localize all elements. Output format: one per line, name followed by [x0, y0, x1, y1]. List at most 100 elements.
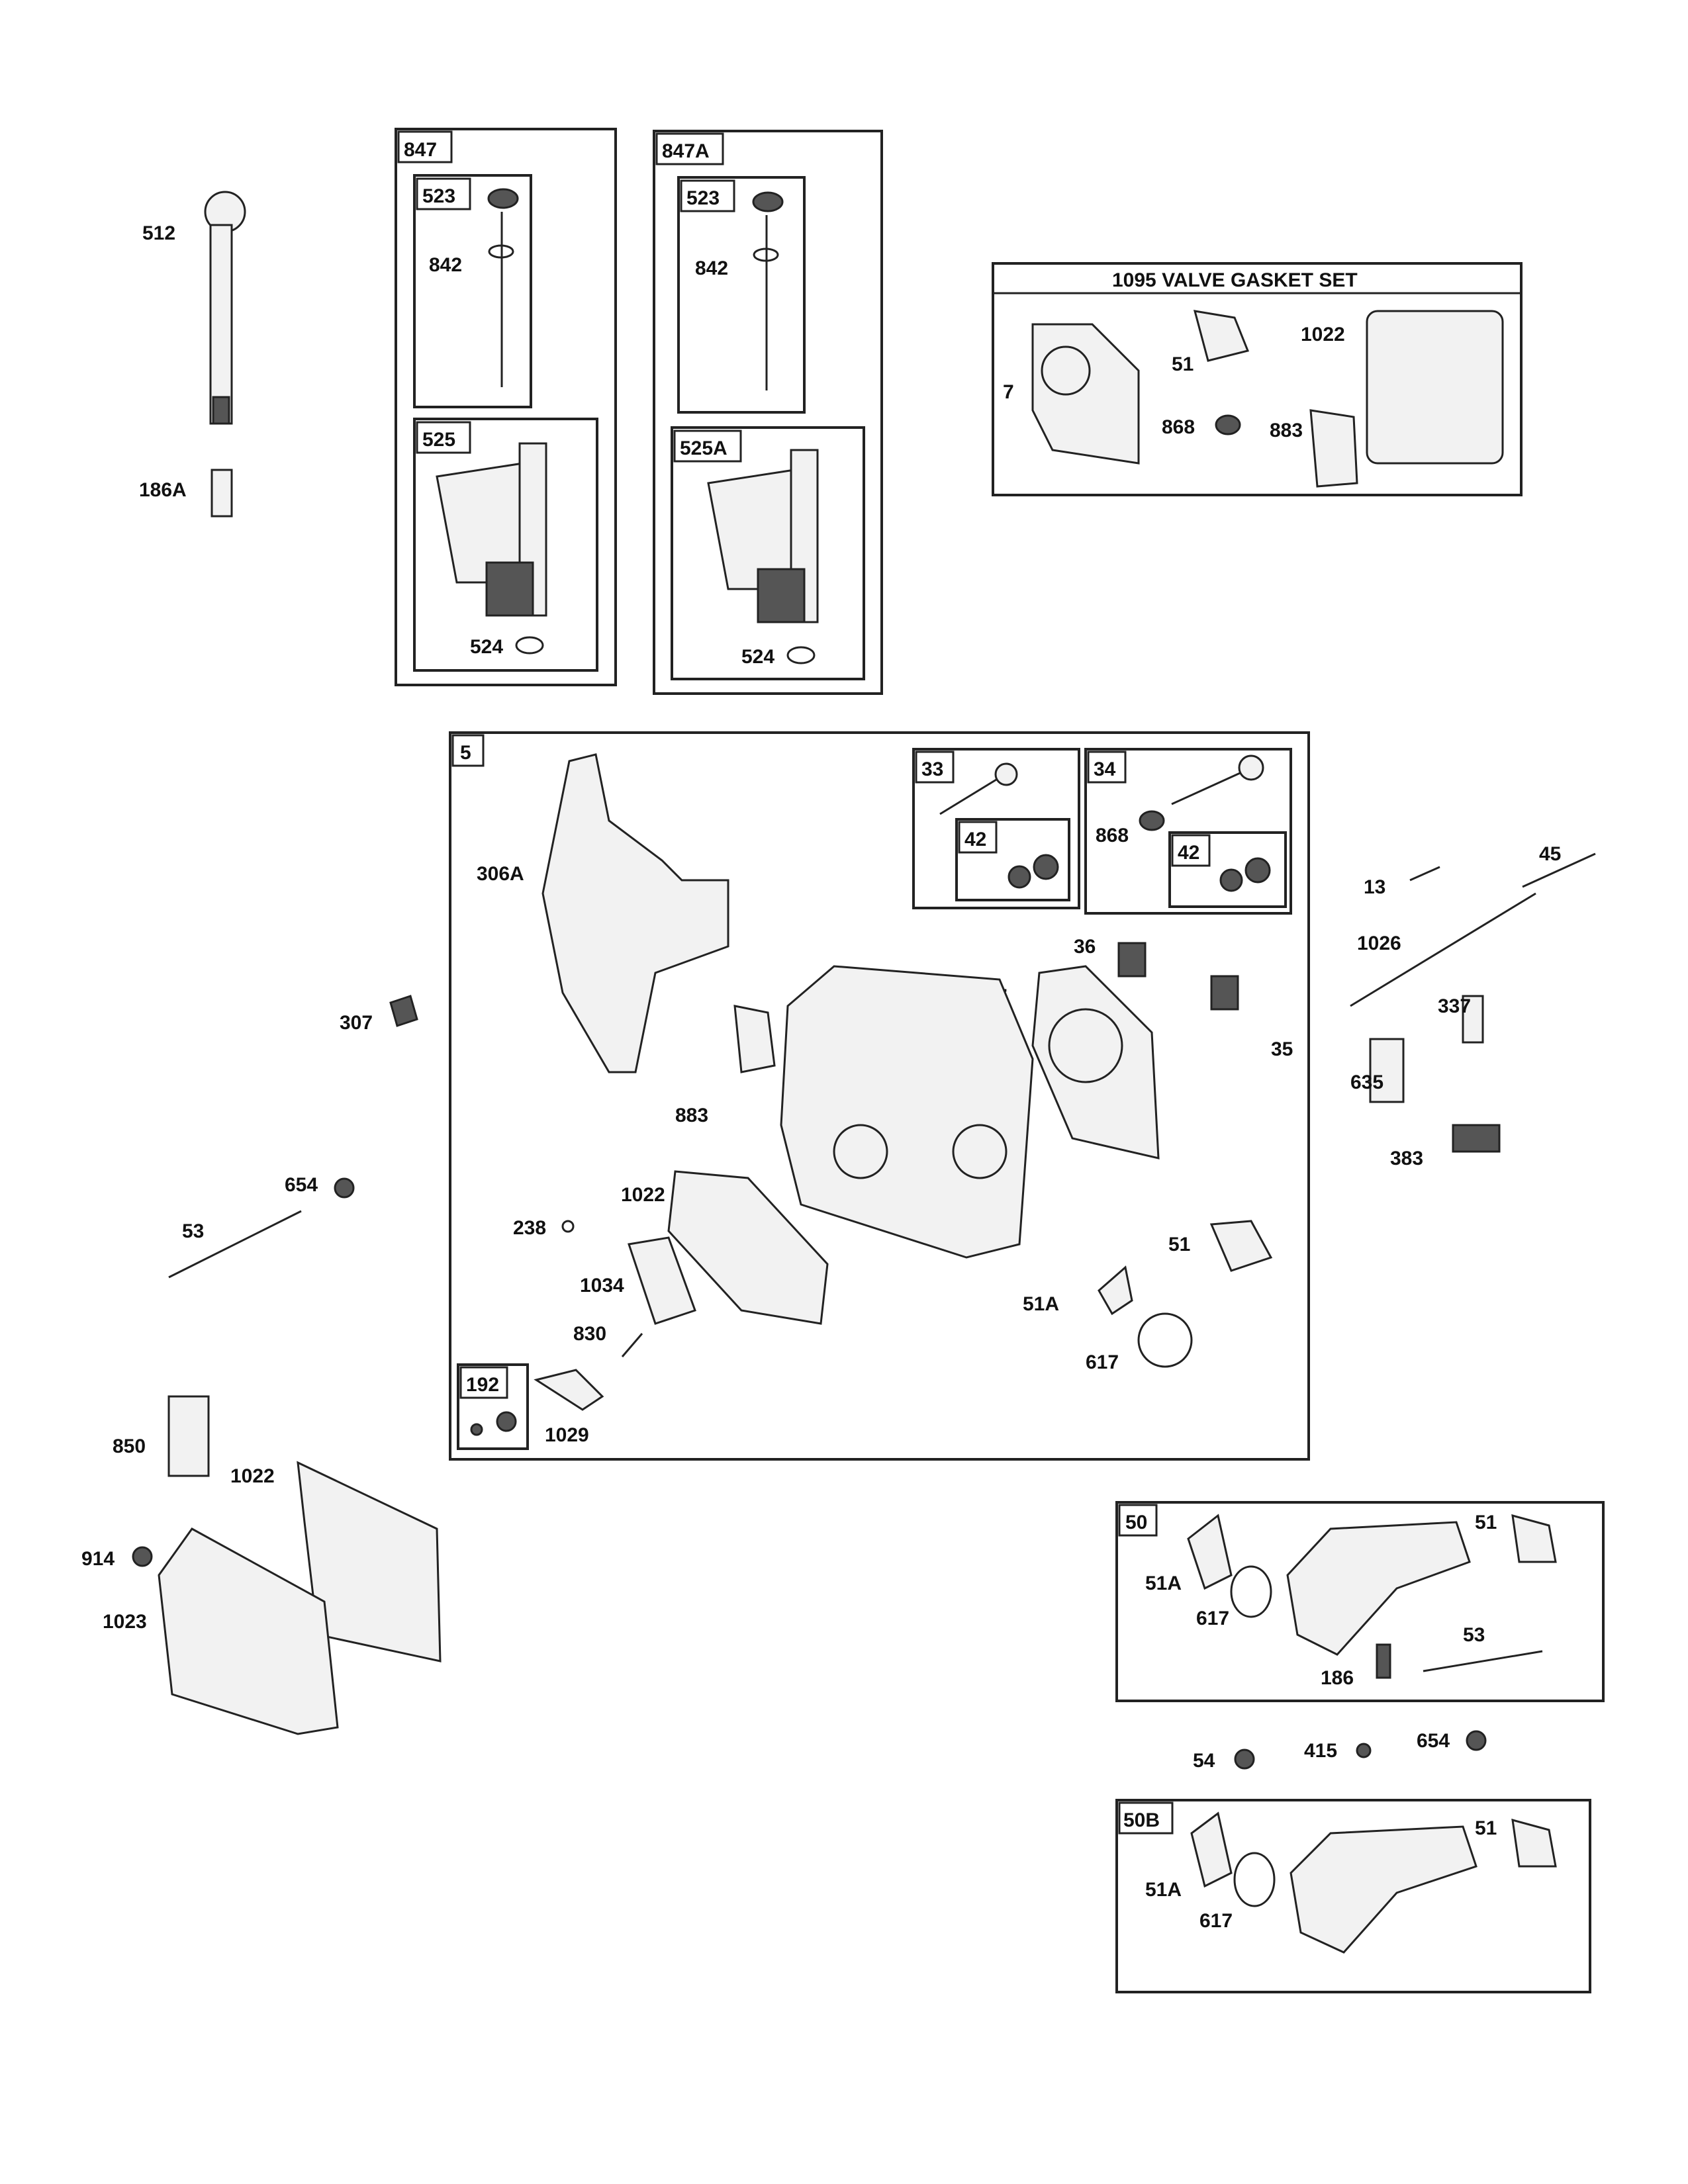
rocker-arm-part: [534, 1369, 604, 1411]
push-rod-45-part: [1522, 852, 1596, 888]
group-847-label: 847: [404, 139, 437, 161]
label-186a: 186A: [139, 479, 187, 501]
exhaust-gasket-part: [1193, 310, 1250, 362]
label-512: 512: [142, 222, 175, 244]
label-54: 54: [1193, 1750, 1215, 1772]
label-51-b: 51: [1168, 1234, 1190, 1255]
label-883: 883: [1270, 420, 1303, 441]
intake-manifold-part-b: [1289, 1825, 1477, 1954]
label-883-b: 883: [675, 1105, 708, 1126]
breather-plate-part: [628, 1236, 696, 1325]
air-guide-part: [541, 753, 729, 1073]
label-186: 186: [1321, 1667, 1354, 1689]
label-238: 238: [513, 1217, 546, 1239]
valve-spring-part: [1117, 942, 1147, 978]
gasket-51a-part: [1098, 1265, 1133, 1316]
group-525-box: [413, 418, 598, 672]
label-914: 914: [81, 1548, 115, 1570]
group-847a-box: [653, 130, 883, 695]
bolt-54-part: [1234, 1749, 1255, 1770]
label-654: 654: [285, 1174, 318, 1196]
plug-307-part: [389, 995, 418, 1027]
group-50-box: [1115, 1501, 1605, 1702]
cylinder-head-part: [780, 965, 1034, 1259]
group-525a-box: [671, 426, 865, 680]
fitting-186a-part: [211, 469, 233, 518]
screw-914-part: [132, 1546, 153, 1567]
dipstick-part: [487, 188, 519, 387]
group-34-label: 34: [1094, 758, 1116, 780]
label-51-c: 51: [1475, 1512, 1497, 1533]
label-1022-b: 1022: [621, 1184, 665, 1206]
label-524-b: 524: [741, 646, 774, 668]
intake-gasket-part: [1309, 409, 1358, 488]
label-842: 842: [429, 254, 462, 276]
label-1022: 1022: [1301, 324, 1345, 345]
screw-13-part: [1409, 866, 1440, 882]
group-523-box: [413, 174, 532, 408]
label-635: 635: [1350, 1071, 1383, 1093]
label-51a-c: 51A: [1145, 1879, 1182, 1901]
head-gasket-part: [1031, 323, 1140, 465]
valve-gasket-set-title: 1095 VALVE GASKET SET: [1112, 269, 1358, 291]
label-51: 51: [1172, 353, 1194, 375]
exhaust-valve-part: [1171, 770, 1245, 805]
label-51a-b: 51A: [1145, 1572, 1182, 1594]
group-192-label: 192: [466, 1374, 499, 1396]
label-51a: 51A: [1023, 1293, 1059, 1315]
label-1022-c: 1022: [230, 1465, 275, 1487]
group-42-box-b: [1168, 831, 1287, 908]
label-337: 337: [1438, 995, 1471, 1017]
nut-415-part: [1356, 1743, 1372, 1758]
label-868-b: 868: [1096, 825, 1129, 846]
rocker-gasket-part: [667, 1170, 829, 1325]
nut-654-part-b: [1466, 1730, 1487, 1751]
group-523-box-b: [677, 176, 806, 414]
group-42-label: 42: [964, 829, 986, 850]
label-1023: 1023: [103, 1611, 147, 1633]
label-7: 7: [1003, 381, 1014, 403]
label-383: 383: [1390, 1148, 1423, 1169]
spark-plug-boot-part: [1369, 1038, 1405, 1103]
valve-gasket-set-box: [992, 262, 1523, 496]
group-33-box: [912, 748, 1080, 909]
group-523-label: 523: [422, 185, 455, 207]
label-53-b: 53: [1463, 1624, 1485, 1646]
intake-gasket-part-b: [733, 1005, 776, 1073]
label-45: 45: [1539, 843, 1561, 865]
sealant-tube-part: [167, 1395, 210, 1477]
group-525a-label: 525A: [680, 437, 727, 459]
group-34-box: [1084, 748, 1292, 915]
group-50-label: 50: [1125, 1512, 1147, 1533]
group-847-box: [395, 128, 617, 686]
label-1029: 1029: [545, 1424, 589, 1446]
valve-seal-part: [1215, 414, 1241, 435]
rocker-cover-gasket-part-b: [297, 1461, 442, 1662]
label-617-b: 617: [1196, 1608, 1229, 1629]
label-842-b: 842: [695, 257, 728, 279]
label-36: 36: [1074, 936, 1096, 958]
group-42-box: [955, 818, 1070, 901]
stud-830-part: [621, 1333, 643, 1357]
intake-valve-part: [939, 776, 1000, 815]
label-1034: 1034: [580, 1275, 624, 1297]
group-525-label: 525: [422, 429, 455, 451]
valve-spring-part-b: [1210, 975, 1239, 1011]
label-415: 415: [1304, 1740, 1337, 1762]
o-ring-617-part: [1137, 1312, 1193, 1368]
rocker-cover-gasket-part: [1366, 310, 1504, 465]
exhaust-gasket-part-b: [1209, 1220, 1273, 1272]
label-307: 307: [340, 1012, 373, 1034]
oil-fill-tube-part-b: [707, 449, 819, 623]
group-50b-label: 50B: [1123, 1809, 1160, 1831]
label-53: 53: [182, 1220, 204, 1242]
label-654-b: 654: [1417, 1730, 1450, 1752]
nut-654-part: [334, 1177, 355, 1199]
dipstick-part-b: [752, 191, 784, 390]
label-1026: 1026: [1357, 933, 1401, 954]
label-850: 850: [113, 1435, 146, 1457]
label-524: 524: [470, 636, 503, 658]
push-rod-1026-part: [1350, 892, 1536, 1007]
screw-238-part: [561, 1220, 575, 1233]
